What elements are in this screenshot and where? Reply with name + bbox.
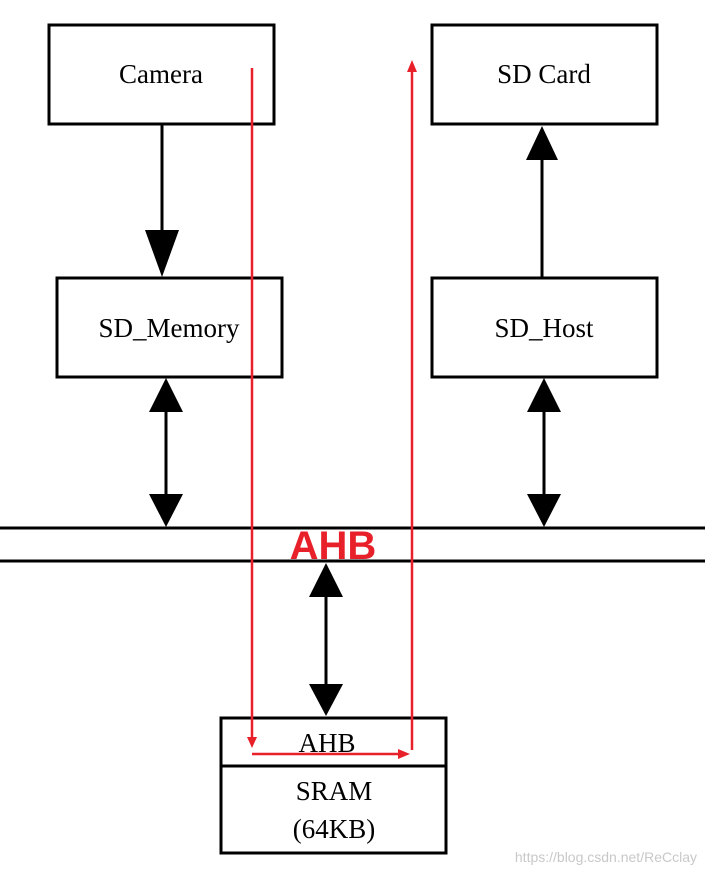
ahb-bus (0, 526, 705, 563)
sd-card-label: SD Card (497, 59, 591, 89)
data-path-sram-internal (252, 749, 410, 759)
camera-to-sd-memory-arrow (145, 124, 179, 277)
sd-card-block: SD Card (430, 23, 659, 126)
sd-memory-bus-double-arrow (149, 378, 183, 527)
camera-block: Camera (47, 23, 276, 126)
data-path-camera-to-sram (247, 68, 257, 748)
ahb-bus-label: AHB (290, 524, 377, 568)
sram-name-label: SRAM (296, 776, 373, 806)
sd-host-label: SD_Host (494, 313, 594, 343)
bus-sram-double-arrow (309, 563, 343, 716)
sram-size-label: (64KB) (293, 814, 376, 844)
sd-memory-label: SD_Memory (99, 313, 240, 343)
camera-label: Camera (119, 59, 203, 89)
sram-block: AHB SRAM (64KB) (219, 716, 448, 855)
sd-host-to-sd-card-arrow (526, 126, 558, 278)
sd-host-box (430, 276, 659, 379)
watermark-text: https://blog.csdn.net/ReCclay (515, 849, 697, 865)
sd-card-box (430, 23, 659, 126)
camera-box (47, 23, 276, 126)
sd-memory-block: SD_Memory (55, 276, 284, 379)
sd-memory-box (55, 276, 284, 379)
sram-box (219, 716, 448, 855)
data-path-sram-to-sd-card (407, 60, 417, 750)
sd-host-bus-double-arrow (527, 378, 561, 527)
sd-host-block: SD_Host (430, 276, 659, 379)
